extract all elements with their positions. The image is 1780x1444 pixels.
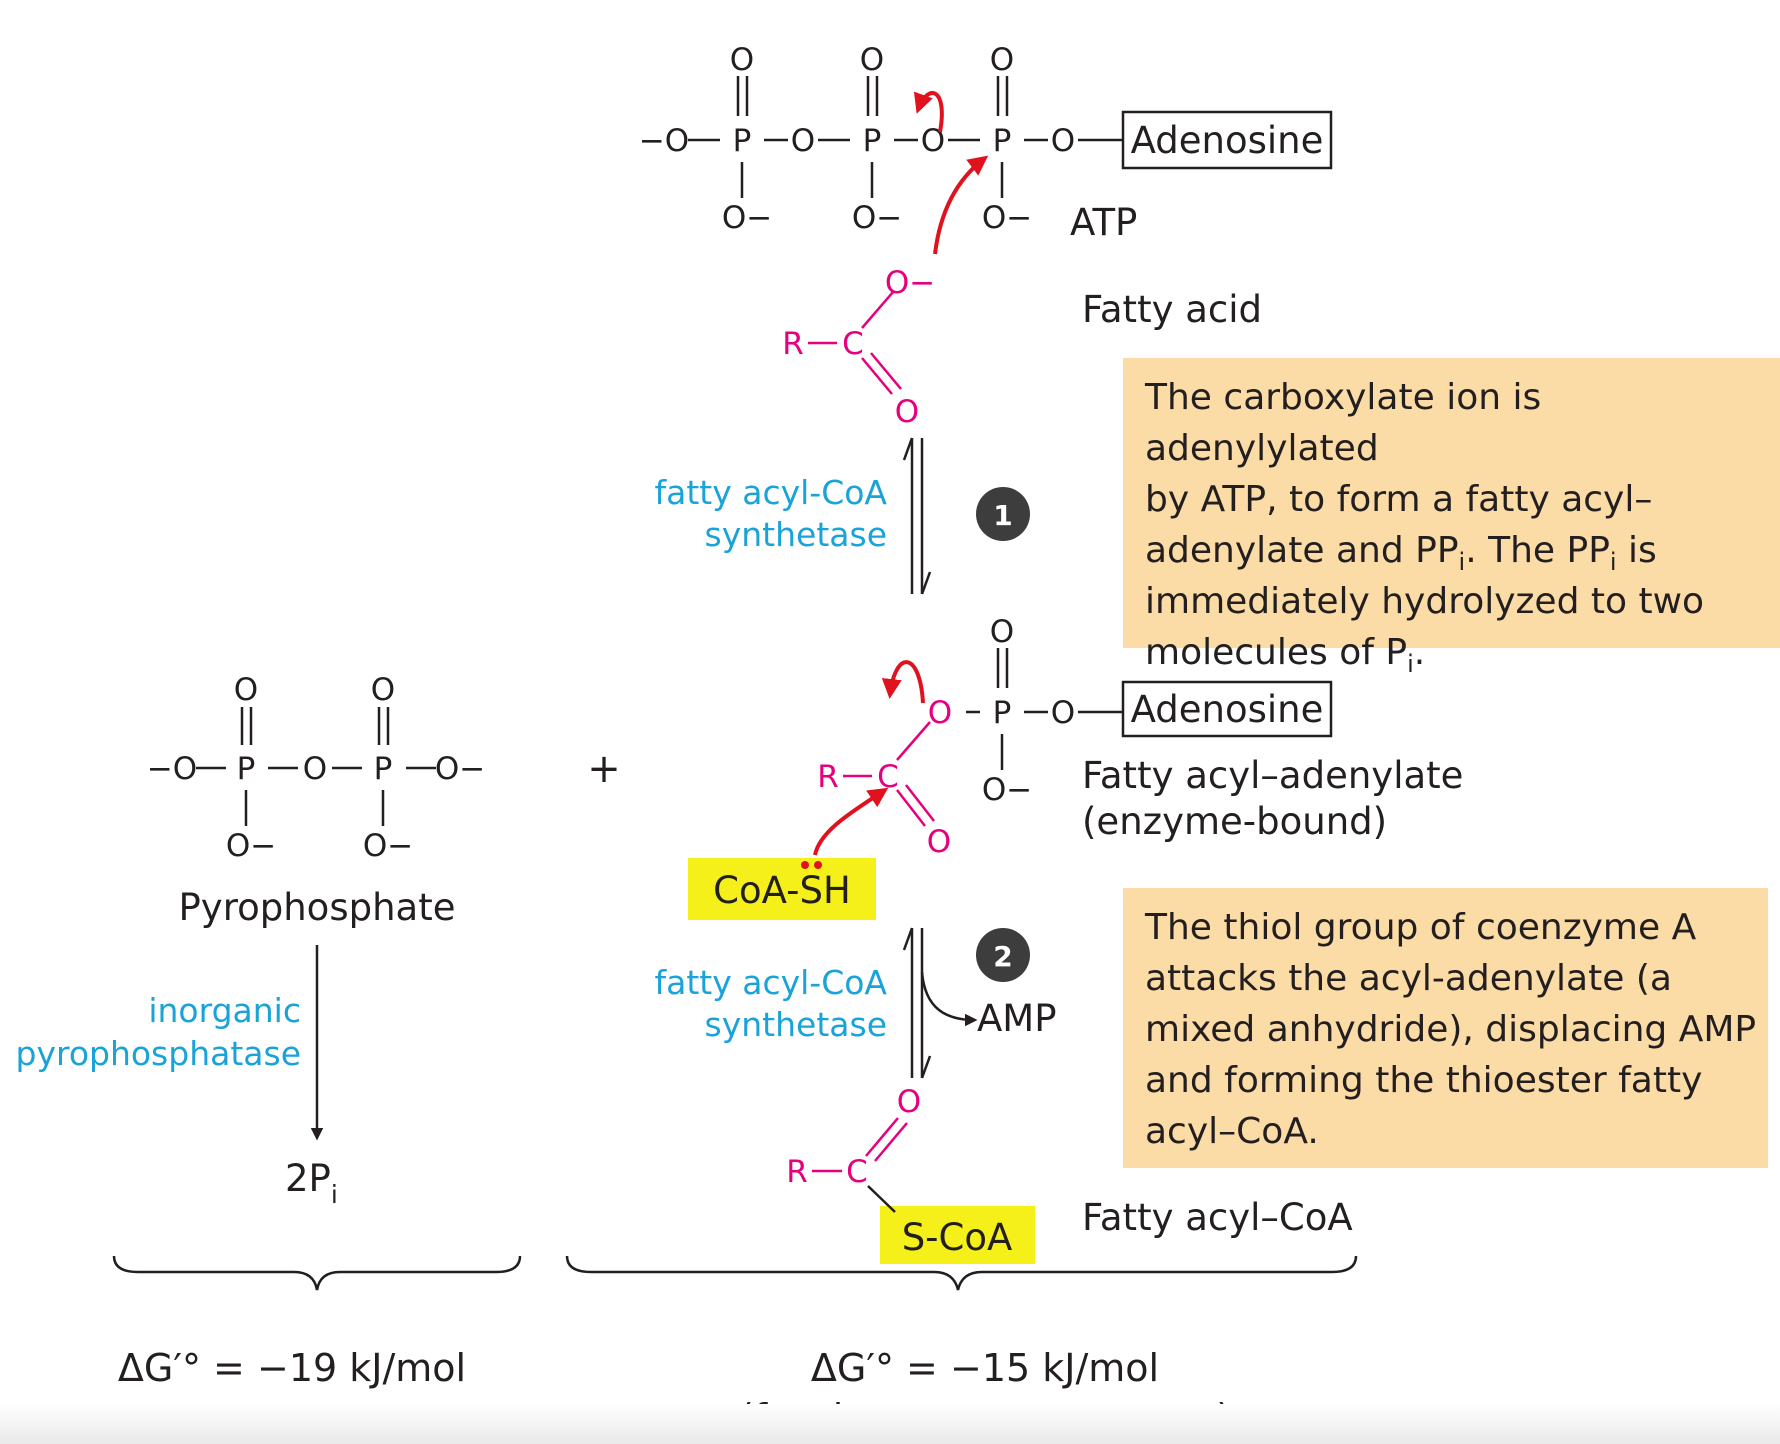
atp-phosphorus-beta: P <box>863 123 882 159</box>
atp-label: ATP <box>1070 201 1137 244</box>
delta-g-pyrophosphatase: ΔG′° = −19 kJ/mol <box>118 1346 466 1390</box>
atp-oxo-3: O <box>990 42 1014 78</box>
nucleophilic-attack-arrow-1 <box>933 155 989 255</box>
lone-pair-dot <box>814 861 822 869</box>
step-2-explanation-line-3: mixed anhydride), displacing AMP <box>1145 1009 1757 1050</box>
adenylate-label-2: (enzyme-bound) <box>1082 800 1387 843</box>
step-1-number: 1 <box>993 499 1012 532</box>
left-brace <box>112 1255 522 1291</box>
atp-adenosine-box <box>1121 110 1333 170</box>
ppi-phosphorus-1: P <box>237 751 256 787</box>
bond-cleavage-arrow <box>913 91 944 133</box>
step-2-equilibrium: AMP fatty acyl-CoA synthetase 2 <box>654 927 1057 1079</box>
step-2-explanation-line-2: attacks the acyl-adenylate (a <box>1145 958 1672 999</box>
leaving-group-arrow <box>881 660 925 704</box>
ppi-oxo-1: O <box>234 672 258 708</box>
fatty-acid-structure: R C O− O Fatty acid <box>782 265 1262 430</box>
nucleophilic-attack-arrow-2 <box>813 787 889 856</box>
atp-adenosine: Adenosine <box>1131 119 1324 162</box>
adenylate-oxo: O <box>990 614 1014 650</box>
pyrophosphate-label: Pyrophosphate <box>179 886 456 929</box>
adenylate-bridge-oxygen: O <box>1051 695 1075 731</box>
step-1-enzyme-line-1: fatty acyl-CoA <box>654 473 887 512</box>
fatty-acid-carbonyl-o: O <box>895 394 919 430</box>
step-1-explanation-line-3: adenylate and PPi. The PPi is <box>1145 530 1657 577</box>
atp-terminal-oxygen: −O <box>639 123 689 159</box>
step-2-enzyme-line-2: synthetase <box>705 1005 887 1044</box>
acyl-coa-structure: R C O S-CoA Fatty acyl–CoA <box>786 1084 1353 1264</box>
adenylate-r: R <box>817 759 839 795</box>
ppi-o-minus-2: O− <box>363 828 413 864</box>
atp-o-minus-1: O− <box>722 200 772 236</box>
step-1-badge <box>976 487 1030 541</box>
delta-g-two-step: ΔG′° = −15 kJ/mol <box>811 1346 1159 1390</box>
pyrophosphate-structure: O O −O P O P O− O− O− Pyrophosphate inor… <box>16 672 486 1209</box>
step-1-explanation-line-1: The carboxylate ion is adenylylated <box>1145 377 1542 469</box>
adenylate-carbon: C <box>877 759 899 795</box>
amp-release-arrow <box>920 971 978 1027</box>
s-coa-highlight <box>880 1206 1035 1264</box>
adenylate-o-minus: O− <box>982 772 1032 808</box>
atp-oxo-1: O <box>730 42 754 78</box>
right-brace <box>565 1255 1358 1291</box>
fatty-acid-o-minus: O− <box>885 265 935 301</box>
atp-phosphorus-gamma: P <box>733 123 752 159</box>
acyl-coa-carbonyl-o: O <box>897 1084 921 1120</box>
coa-sh-highlight <box>688 858 876 920</box>
atp-bridge-oxygen-3: O <box>1051 123 1075 159</box>
step-1-enzyme-line-2: synthetase <box>705 515 887 554</box>
ppi-oxo-2: O <box>371 672 395 708</box>
fatty-acid-carbon: C <box>842 326 864 362</box>
ppi-bridge-oxygen: O <box>303 751 327 787</box>
ppi-phosphorus-2: P <box>374 751 393 787</box>
fatty-acid-label: Fatty acid <box>1082 288 1262 331</box>
acyl-coa-carbon: C <box>846 1154 868 1190</box>
thioester-bond <box>867 1185 896 1213</box>
step-1-equilibrium: fatty acyl-CoA synthetase 1 <box>654 437 1030 595</box>
adenylate-label-1: Fatty acyl–adenylate <box>1082 754 1463 797</box>
ppi-terminal-oxygen-right: O− <box>435 751 485 787</box>
acyl-coa-label: Fatty acyl–CoA <box>1082 1196 1353 1239</box>
pyrophosphatase-line-1: inorganic <box>148 991 301 1030</box>
coa-sh: CoA-SH <box>688 858 876 920</box>
step-2-explanation-line-5: acyl–CoA. <box>1145 1111 1319 1152</box>
fatty-acid-r: R <box>782 326 804 362</box>
adenylate-acyl-oxygen: O <box>928 695 952 731</box>
step-1-explanation: The carboxylate ion is adenylylated by A… <box>1123 358 1780 676</box>
coa-sh-label: CoA-SH <box>713 869 851 912</box>
atp-o-minus-2: O− <box>852 200 902 236</box>
bottom-shadow <box>0 1404 1780 1444</box>
acyl-coa-r: R <box>786 1154 808 1190</box>
step-2-explanation-line-1: The thiol group of coenzyme A <box>1145 907 1697 948</box>
atp-o-minus-3: O− <box>982 200 1032 236</box>
adenylate-adenosine-box <box>1121 680 1333 738</box>
step-1-explanation-line-4: immediately hydrolyzed to two <box>1145 581 1705 622</box>
pyrophosphatase-line-2: pyrophosphatase <box>16 1034 302 1073</box>
orthophosphate-product: 2Pi <box>285 1157 338 1209</box>
atp-structure: O O O −O P O P O P O O− O− O− Adenosine … <box>639 42 1333 244</box>
atp-phosphorus-alpha: P <box>993 123 1012 159</box>
step-2-explanation-line-4: and forming the thioester fatty <box>1145 1060 1703 1101</box>
atp-oxo-2: O <box>860 42 884 78</box>
atp-bridge-oxygen-1: O <box>791 123 815 159</box>
step-1-explanation-line-5: molecules of Pi. <box>1145 632 1426 679</box>
amp-label: AMP <box>977 997 1057 1040</box>
acyl-adenylate-structure: O P O O− O R C O Adenosine Fatty acyl–ad… <box>817 614 1463 860</box>
step-2-number: 2 <box>993 940 1012 973</box>
step-2-explanation: The thiol group of coenzyme A attacks th… <box>1123 888 1768 1168</box>
step-1-explanation-line-2: by ATP, to form a fatty acyl– <box>1145 479 1653 520</box>
step-2-badge <box>976 928 1030 982</box>
adenylate-phosphorus: P <box>993 695 1012 731</box>
adenylate-adenosine: Adenosine <box>1131 688 1324 731</box>
adenylate-carbonyl-o: O <box>927 824 951 860</box>
s-coa-label: S-CoA <box>902 1216 1013 1259</box>
plus-sign: + <box>587 746 621 792</box>
ppi-o-minus-1: O− <box>226 828 276 864</box>
lone-pair-dot <box>801 861 809 869</box>
ppi-terminal-oxygen-left: −O <box>147 751 197 787</box>
step-2-enzyme-line-1: fatty acyl-CoA <box>654 963 887 1002</box>
